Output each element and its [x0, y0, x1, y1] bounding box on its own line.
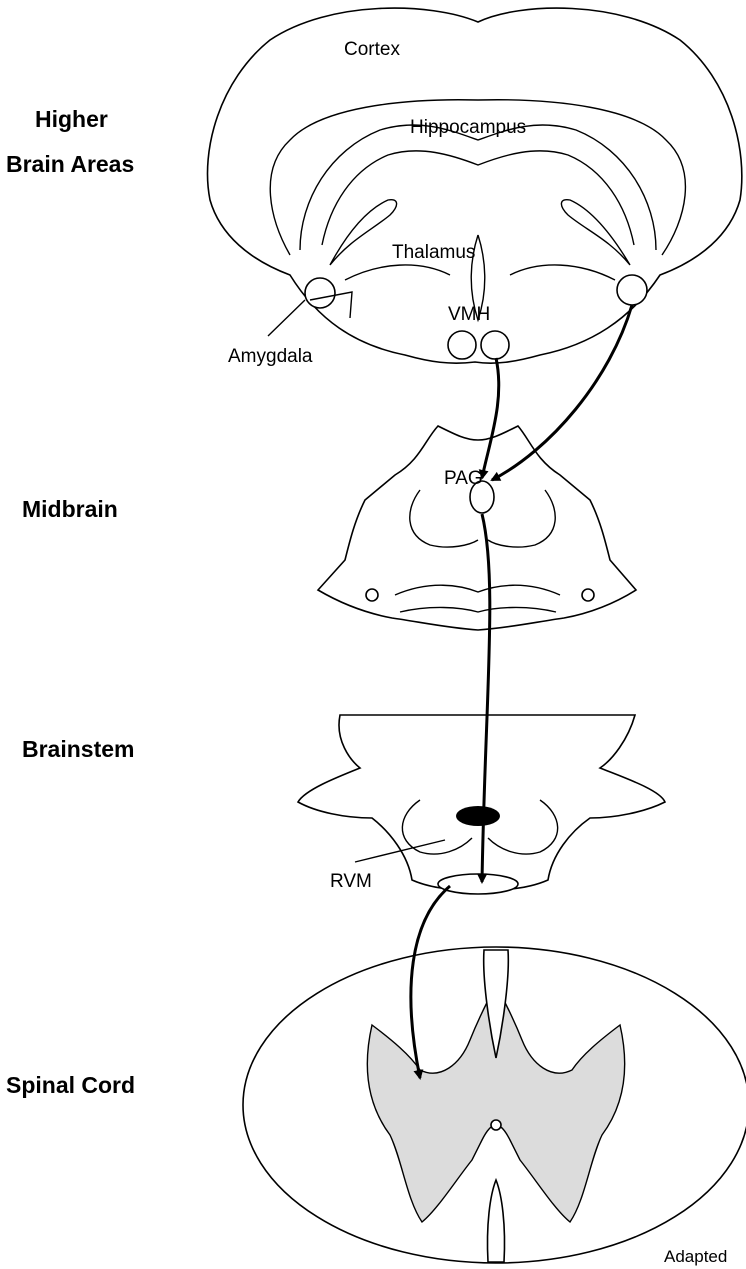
midbrain-section — [318, 426, 636, 630]
label-amygdala: Amygdala — [228, 346, 313, 367]
central-canal — [491, 1120, 501, 1130]
amygdala-left-nucleus — [305, 278, 335, 308]
label-rvm: RVM — [330, 871, 372, 892]
level-label-brainstem: Brainstem — [22, 736, 134, 762]
level-label-higher-line2: Brain Areas — [6, 151, 134, 177]
level-label-higher-line1: Higher — [35, 106, 108, 132]
rvm-nucleus — [438, 874, 518, 894]
spinal-cord-section — [243, 947, 746, 1263]
label-pag: PAG — [444, 468, 483, 489]
vmh-left-nucleus — [448, 331, 476, 359]
vmh-right-nucleus — [481, 331, 509, 359]
label-vmh: VMH — [448, 304, 490, 325]
label-credit: Adapted — [664, 1247, 727, 1266]
midbrain-left-node — [366, 589, 378, 601]
label-thalamus: Thalamus — [392, 242, 475, 263]
amygdala-right-nucleus — [617, 275, 647, 305]
label-cortex: Cortex — [344, 39, 400, 60]
midbrain-right-node — [582, 589, 594, 601]
label-hippocampus: Hippocampus — [410, 117, 526, 138]
level-label-spinal-cord: Spinal Cord — [6, 1072, 135, 1098]
level-label-midbrain: Midbrain — [22, 496, 118, 522]
brainstem-nucleus-dark — [456, 806, 500, 826]
